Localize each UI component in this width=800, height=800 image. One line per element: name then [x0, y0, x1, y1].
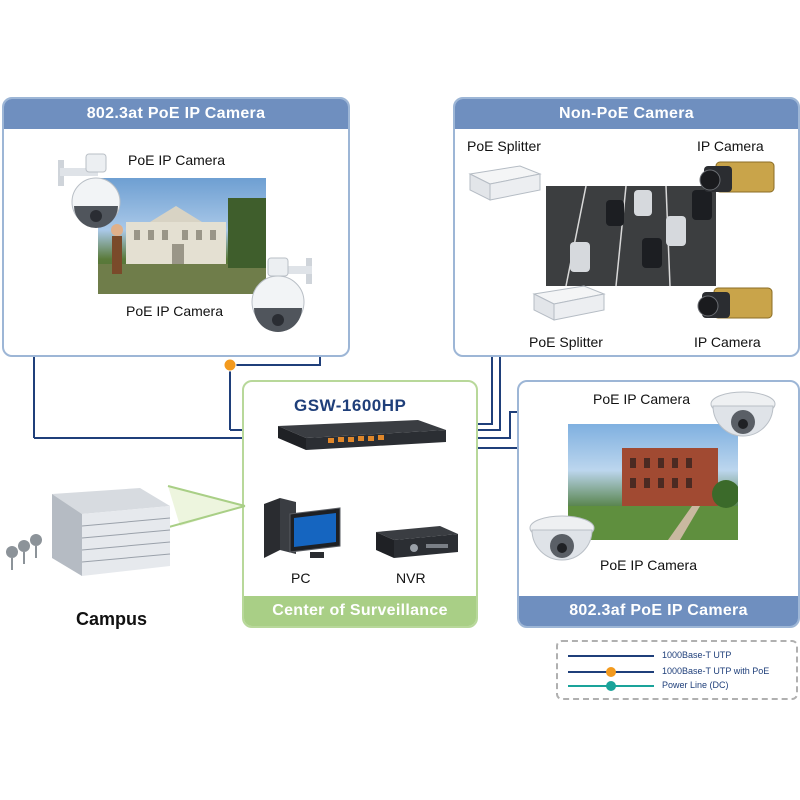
panel-title: 802.3at PoE IP Camera: [4, 99, 348, 129]
photo-brick-building: [568, 424, 738, 540]
ptz-camera-icon: [58, 153, 121, 228]
dome-camera-icon: [529, 515, 595, 561]
pc-icon: [264, 498, 341, 558]
network-switch-icon: [278, 420, 446, 450]
poe-splitter-icon: [468, 165, 542, 201]
poe-badge: [223, 358, 237, 372]
camera-label: PoE IP Camera: [593, 391, 691, 407]
splitter-label: PoE Splitter: [529, 334, 603, 350]
panel-center-of-surveillance: Center of Surveillance: [242, 380, 478, 628]
legend: 1000Base-T UTP 1000Base-T UTP with PoE P…: [556, 640, 798, 700]
legend-dc: Power Line (DC): [662, 680, 729, 690]
legend-swatches: [568, 655, 654, 691]
panel-title: 802.3af PoE IP Camera: [519, 596, 798, 626]
box-camera-icon: [699, 161, 775, 193]
poe-splitter-icon: [532, 285, 606, 321]
nvr-icon: [376, 526, 458, 558]
switch-label: GSW-1600HP: [294, 396, 407, 415]
camera-label: PoE IP Camera: [128, 152, 226, 168]
camera-label: PoE IP Camera: [600, 557, 698, 573]
camera-label: IP Camera: [697, 138, 764, 154]
panel-title: Center of Surveillance: [244, 596, 476, 626]
splitter-label: PoE Splitter: [467, 138, 541, 154]
photo-campus-building: [98, 178, 266, 294]
legend-utp-poe: 1000Base-T UTP with PoE: [662, 666, 770, 676]
camera-label: PoE IP Camera: [126, 303, 224, 319]
campus-building-icon: [6, 485, 246, 576]
campus-label: Campus: [76, 609, 148, 629]
pc-label: PC: [291, 570, 311, 586]
photo-parking-lot: [546, 186, 716, 286]
ptz-camera-icon: [251, 257, 312, 332]
dome-camera-icon: [710, 391, 776, 437]
nvr-label: NVR: [396, 570, 426, 586]
legend-utp: 1000Base-T UTP: [662, 650, 732, 660]
camera-label: IP Camera: [694, 334, 761, 350]
panel-title: Non-PoE Camera: [455, 99, 798, 129]
box-camera-icon: [697, 287, 773, 319]
panel-non-poe-camera: Non-PoE Camera: [453, 97, 800, 357]
